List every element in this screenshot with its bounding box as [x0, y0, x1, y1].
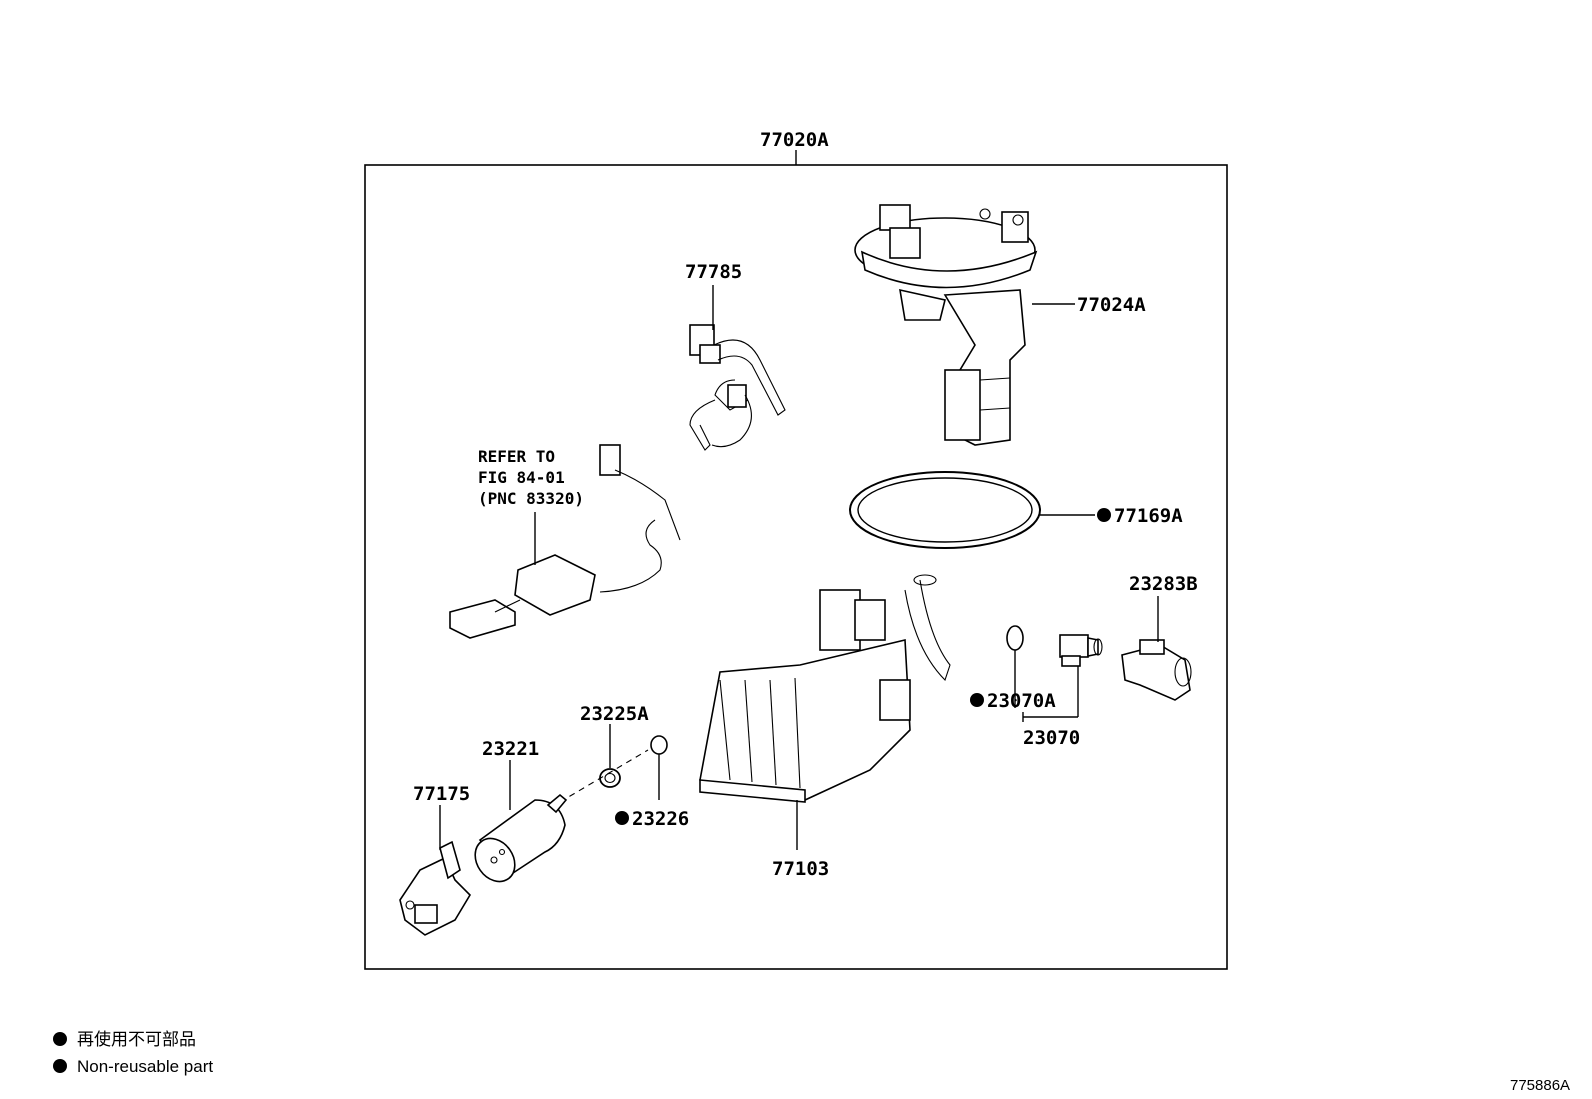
part-23070-illustration: [1059, 634, 1103, 667]
part-77175-illustration: [399, 840, 472, 936]
non-reusable-marker-23070A: [970, 693, 984, 707]
reference-note-line3: (PNC 83320): [478, 489, 584, 508]
callout-77785: 77785: [685, 261, 742, 283]
legend-japanese: 再使用不可部品: [77, 1029, 196, 1049]
callout-23226: 23226: [632, 808, 689, 830]
callout-23070: 23070: [1023, 727, 1080, 749]
callout-77103: 77103: [772, 858, 829, 880]
legend-marker-ja: [53, 1032, 67, 1046]
callout-77020A: 77020A: [760, 129, 829, 151]
callout-23221: 23221: [482, 738, 539, 760]
non-reusable-marker-77169A: [1097, 508, 1111, 522]
part-77103-illustration: [699, 574, 951, 803]
part-77785-illustration: [689, 324, 786, 451]
reference-note-line2: FIG 84-01: [478, 468, 565, 487]
part-77024A-illustration: [854, 204, 1038, 446]
part-23070A-illustration: [1006, 625, 1024, 651]
part-77169A-illustration: [849, 471, 1041, 549]
non-reusable-marker-23226: [615, 811, 629, 825]
callout-23070A: 23070A: [987, 690, 1056, 712]
part-23221-illustration: [474, 793, 568, 883]
callout-23225A: 23225A: [580, 703, 649, 725]
part-83320-illustration: [449, 444, 681, 639]
callout-77024A: 77024A: [1077, 294, 1146, 316]
part-23283B-illustration: [1121, 639, 1192, 701]
callout-77169A: 77169A: [1114, 505, 1183, 527]
part-23225A-illustration: [599, 768, 621, 788]
figure-code: 775886A: [1510, 1077, 1570, 1094]
callout-23283B: 23283B: [1129, 573, 1198, 595]
part-23226-illustration: [650, 735, 668, 755]
legend-english: Non-reusable part: [77, 1057, 213, 1076]
legend-marker-en: [53, 1059, 67, 1073]
reference-note-line1: REFER TO: [478, 447, 555, 466]
callout-77175: 77175: [413, 783, 470, 805]
